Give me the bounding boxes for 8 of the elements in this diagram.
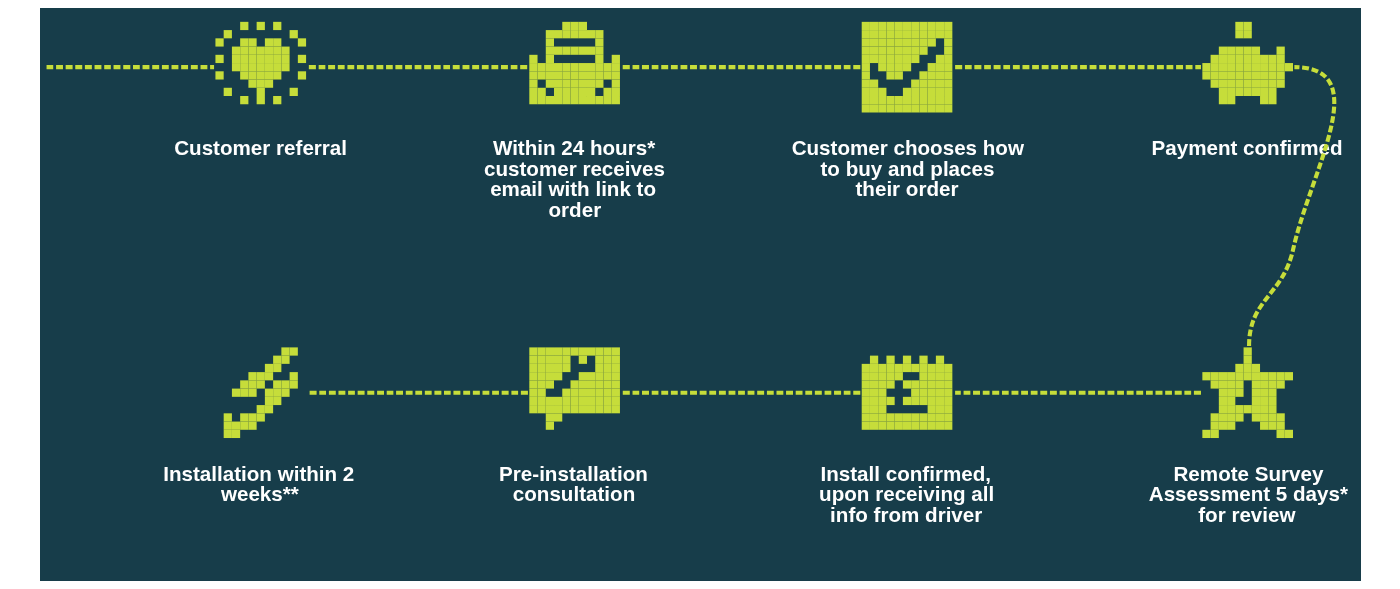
node-label: Installation within 2 weeks** [162,461,354,506]
node-label: Remote Survey Assessment 5 days* for review [1148,461,1348,526]
node-label: Customer chooses how to buy and places their order [791,136,1024,201]
node-label: Within 24 hours* customer receives email with link to order [483,136,665,221]
node-label: Payment confirmed [1151,136,1343,160]
node-label: Customer referral [173,136,347,160]
node-label: Pre-installation consultation [498,461,648,506]
node-label: Install confirmed, upon receiving all info from driver [818,461,994,526]
